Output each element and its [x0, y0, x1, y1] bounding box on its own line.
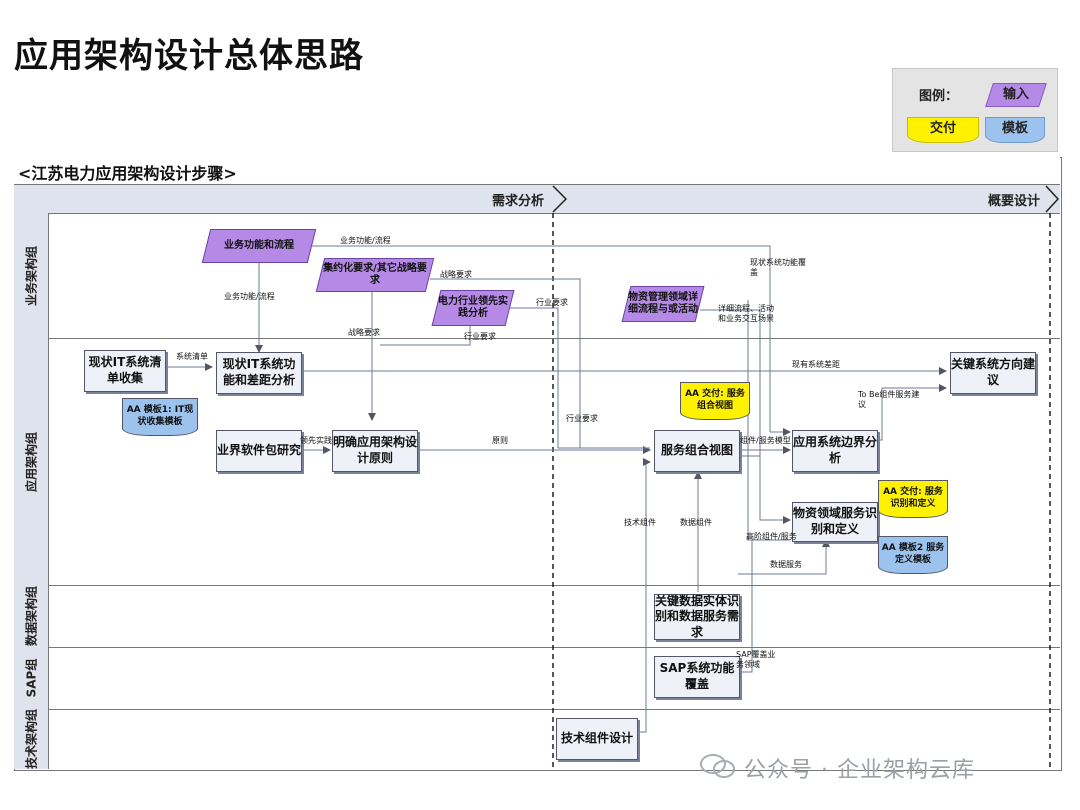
label: 组件/服务模型	[740, 436, 791, 445]
arrow	[312, 245, 771, 432]
lane-application-arch: 应用架构组	[14, 338, 49, 586]
arrow	[636, 458, 651, 733]
lane-divider	[48, 709, 1060, 710]
input-material-process: 物资管理领域详细流程与或活动	[621, 286, 705, 322]
phase-outline-design: 概要设计	[988, 194, 1041, 209]
lane-divider	[48, 585, 1060, 586]
arrow	[700, 309, 791, 524]
lane-business-arch: 业务架构组	[14, 213, 49, 339]
label: 数据服务	[770, 560, 802, 569]
label: 战略要求	[348, 328, 380, 337]
phase-chevron	[1045, 185, 1060, 213]
box-design-principles: 明确应用架构设计原则	[332, 430, 418, 472]
label: 业务功能/流程	[224, 292, 275, 301]
label: 现有系统差距	[792, 360, 840, 369]
steps-header-label: <江苏电力应用架构设计步骤>	[18, 164, 237, 183]
lane-divider	[48, 338, 1060, 339]
box-key-system-direction: 关键系统方向建议	[950, 352, 1036, 394]
lane-sap: SAP组	[14, 647, 49, 710]
doc-deliverable-service-definition: AA 交付: 服务识别和定义	[878, 480, 948, 518]
label: 数据组件	[680, 518, 712, 527]
arrow	[510, 307, 559, 448]
box-key-data-entities: 关键数据实体识别和数据服务需求	[654, 593, 740, 640]
box-it-list-collection: 现状IT系统清单收集	[84, 350, 166, 392]
input-label: 业务功能和流程	[224, 239, 294, 251]
lane-tech-arch: 技术架构组	[14, 709, 49, 769]
label: SAP覆盖业务领域	[736, 650, 776, 669]
legend: 图例： 输入 交付 模板	[892, 68, 1058, 152]
doc-template-1: AA 模板1: IT现状收集模板	[122, 398, 198, 436]
arrow	[738, 540, 753, 673]
legend-deliverable-label: 交付	[929, 121, 956, 136]
label: 详细流程、活动和业务交互场景	[718, 304, 774, 323]
lane-divider	[48, 647, 1060, 648]
label: 原则	[492, 436, 508, 445]
legend-deliverable-swatch: 交付	[907, 117, 979, 143]
legend-template-label: 模板	[1001, 121, 1028, 136]
label: 战略要求	[440, 270, 472, 279]
phase-requirements: 需求分析	[492, 194, 545, 209]
input-business-function: 业务功能和流程	[201, 229, 317, 263]
label: 现状系统功能覆盖	[750, 258, 806, 277]
box-boundary-analysis: 应用系统边界分析	[792, 430, 878, 472]
input-label: 物资管理领域详细流程与或活动	[628, 291, 698, 316]
phase-bar: 需求分析 概要设计	[14, 185, 1060, 214]
arrow	[380, 326, 471, 346]
label: 高阶组件/服务	[746, 532, 797, 541]
box-service-composition: 服务组合视图	[654, 430, 740, 472]
phase-chevron	[552, 185, 568, 213]
box-material-services: 物资领域服务识别和定义	[792, 502, 878, 542]
label: 行业要求	[536, 298, 568, 307]
legend-template-swatch: 模板	[985, 117, 1045, 143]
box-software-research: 业界软件包研究	[216, 430, 302, 472]
label: 行业要求	[566, 414, 598, 423]
label: 技术组件	[624, 518, 656, 527]
watermark: 公众号 · 企业架构云库	[744, 758, 975, 783]
input-label: 集约化要求/其它战略要求	[323, 262, 427, 287]
label: 领先实践	[300, 436, 332, 445]
label: 系统清单	[176, 352, 208, 361]
input-intensive-strategy: 集约化要求/其它战略要求	[315, 258, 435, 292]
wechat-icon	[700, 754, 735, 778]
box-it-gap-analysis: 现状IT系统功能和差距分析	[216, 352, 302, 394]
label: To Be组件服务建议	[858, 390, 920, 409]
doc-template-2: AA 模板2 服务定义模板	[878, 536, 948, 574]
box-tech-component-design: 技术组件设计	[556, 718, 638, 760]
legend-title: 图例：	[919, 89, 959, 104]
arrow	[430, 278, 581, 448]
input-industry-practice: 电力行业领先实践分析	[431, 290, 515, 326]
label: 行业要求	[464, 332, 496, 341]
doc-deliverable-service-view: AA 交付: 服务组合视图	[680, 382, 750, 420]
label: 业务功能/流程	[340, 236, 391, 245]
arrow	[876, 384, 947, 441]
arrow	[747, 300, 790, 541]
arrow	[738, 539, 830, 575]
steps-header: <江苏电力应用架构设计步骤>	[14, 157, 1060, 185]
input-label: 电力行业领先实践分析	[438, 295, 508, 320]
box-sap-coverage: SAP系统功能覆盖	[654, 656, 740, 698]
page-title: 应用架构设计总体思路	[14, 36, 364, 76]
